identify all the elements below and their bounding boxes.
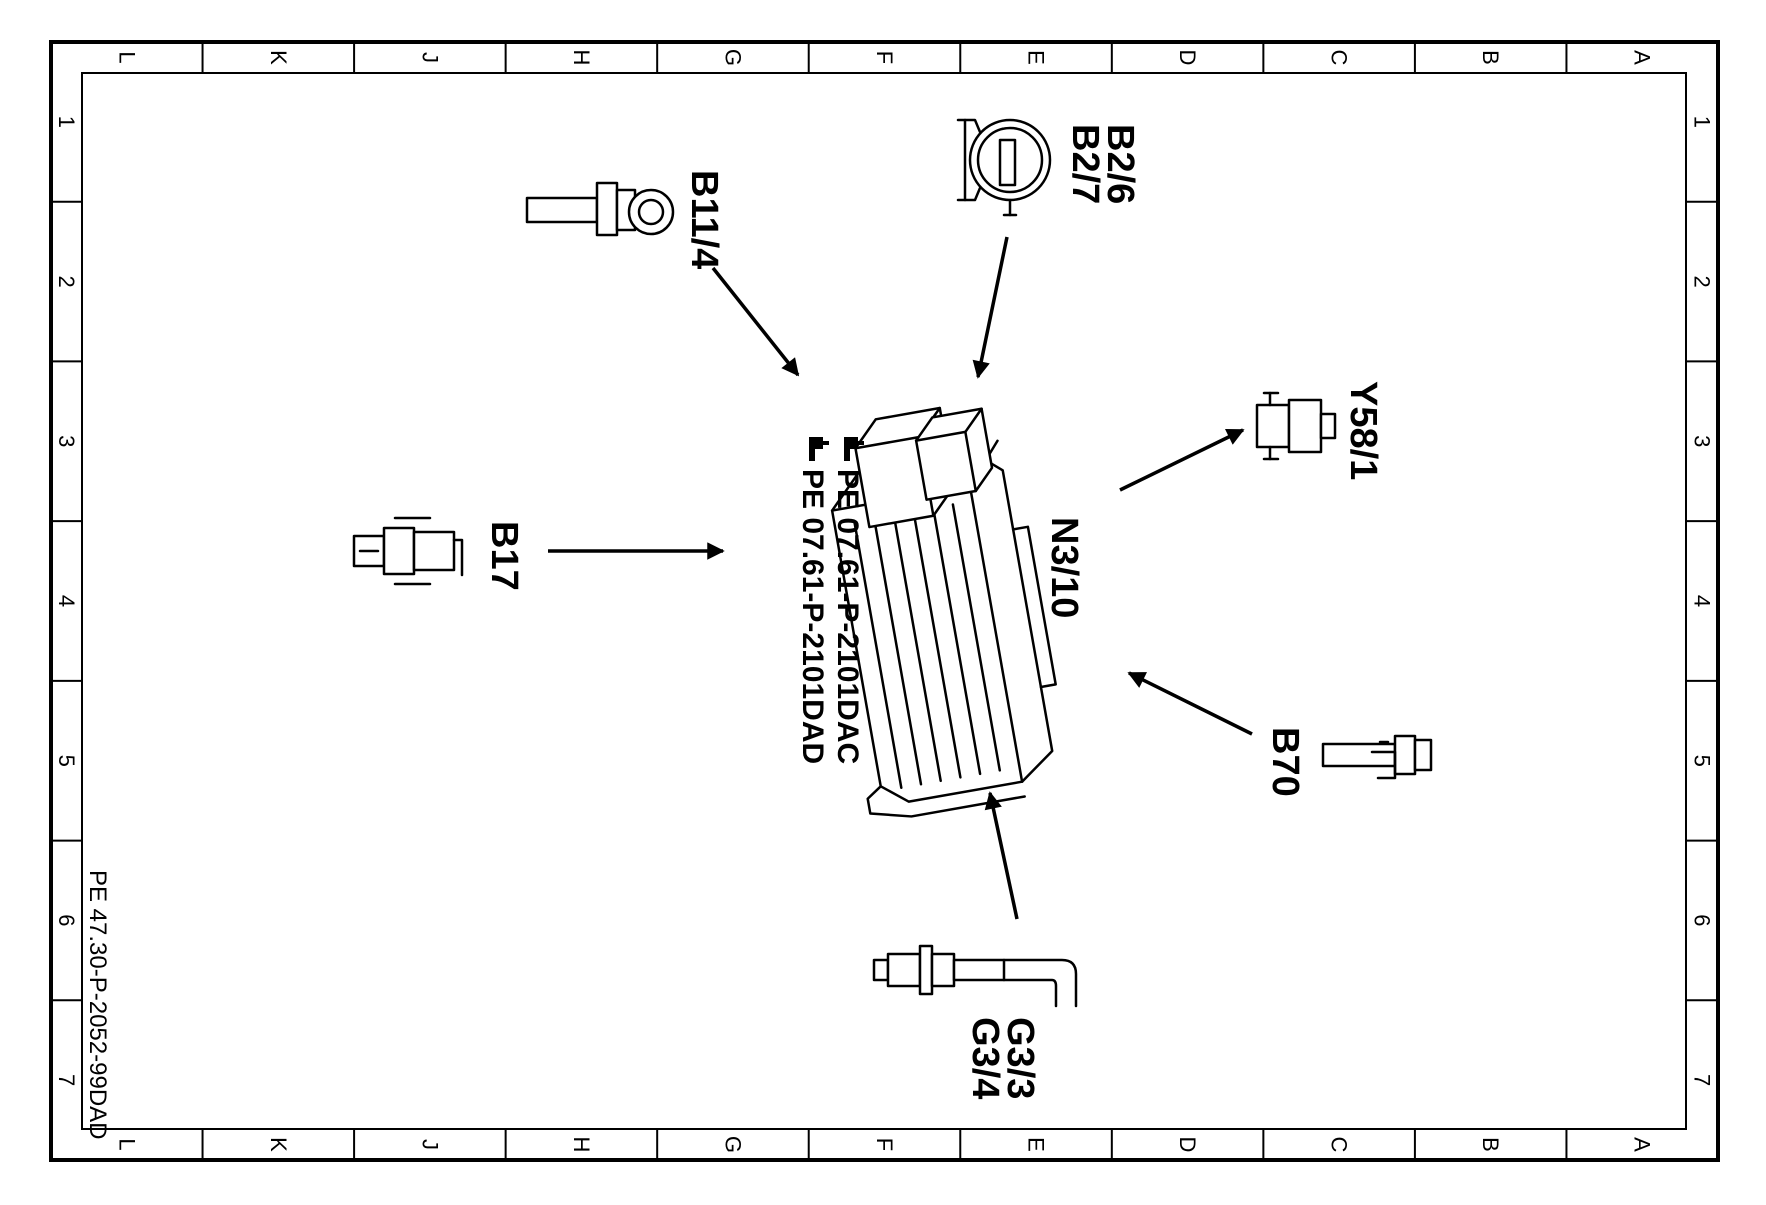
component-b70: B70 <box>1127 671 1433 797</box>
grid-number-left: 2 <box>54 275 79 287</box>
y58-valve-drawing <box>1255 391 1337 461</box>
component-g3: G3/3 G3/4 <box>872 791 1078 1099</box>
arrow-b2-to-n3-10 <box>972 236 1009 379</box>
component-b11-4: B11/4 <box>525 170 800 377</box>
grid-letter-bottom: D <box>1175 1137 1200 1153</box>
grid-letter-top: F <box>872 51 897 64</box>
grid-number-left: 7 <box>54 1074 79 1086</box>
grid-letter-bottom: E <box>1024 1137 1049 1152</box>
arrow-b70-to-n3-10 <box>1127 671 1253 736</box>
b2-sensor-drawing <box>956 118 1052 217</box>
grid-number-left: 5 <box>54 755 79 767</box>
grid-number-right: 3 <box>1690 435 1715 447</box>
grid-letter-top: B <box>1478 50 1503 65</box>
label-b70: B70 <box>1264 727 1306 797</box>
grid-letter-top: H <box>569 50 594 66</box>
grid-number-left: 3 <box>54 435 79 447</box>
grid-number-left: 1 <box>54 116 79 128</box>
grid-number-right: 1 <box>1690 116 1715 128</box>
grid-letter-bottom: J <box>417 1139 442 1150</box>
arrow-n3-10-to-y58-1 <box>1119 428 1245 492</box>
arrow-g3-to-n3-10 <box>984 791 1019 920</box>
grid-letter-top: A <box>1630 50 1655 65</box>
control-unit-connector-lower <box>914 407 994 501</box>
grid-letter-top: G <box>720 49 745 66</box>
label-g3-4: G3/4 <box>964 1017 1006 1099</box>
component-y58-1: Y58/1 <box>1119 381 1384 492</box>
grid-number-right: 2 <box>1690 275 1715 287</box>
document-number: PE 47.30-P-2052-99DAD <box>84 870 111 1139</box>
grid-letter-top: L <box>114 51 139 63</box>
inner-border <box>81 72 1687 1130</box>
grid-letter-bottom: A <box>1630 1137 1655 1152</box>
reference-line-dad: PE 07.61-P-2101DAD <box>796 437 829 764</box>
grid-letter-bottom: K <box>266 1137 291 1152</box>
grid-letter-top: E <box>1024 50 1049 65</box>
label-n3-10: N3/10 <box>1043 517 1085 618</box>
grid-letter-bottom: L <box>114 1138 139 1150</box>
reference-dac: PE 07.61-P-2101DAC <box>831 469 864 764</box>
label-y58-1: Y58/1 <box>1342 381 1384 480</box>
b17-sensor-drawing <box>352 516 464 586</box>
grid-number-left: 4 <box>54 595 79 607</box>
arrow-b11-to-n3-10 <box>711 266 800 377</box>
grid-letter-top: K <box>266 50 291 65</box>
grid-letter-bottom: H <box>569 1137 594 1153</box>
grid-number-right: 6 <box>1690 914 1715 926</box>
grid-letter-bottom: G <box>720 1136 745 1153</box>
grid-number-right: 7 <box>1690 1074 1715 1086</box>
grid-number-right: 5 <box>1690 755 1715 767</box>
outer-border <box>49 40 1720 1162</box>
grid-letter-top: J <box>417 52 442 63</box>
b11-sensor-drawing <box>525 181 675 237</box>
g3-oxygen-sensor-drawing <box>872 944 1078 1008</box>
label-b17: B17 <box>483 521 525 591</box>
component-b2: B2/6 B2/7 <box>956 118 1141 379</box>
component-b17: B17 <box>352 516 725 591</box>
label-g3-3: G3/3 <box>999 1017 1041 1099</box>
grid-labels: L L K K J J H H G G F F E E D D C C B B A A 1 1 2 2 3 3 4 4 5 5 6 6 7 7 <box>54 49 1715 1153</box>
b70-sensor-drawing <box>1321 734 1433 780</box>
reference-dad: PE 07.61-P-2101DAD <box>796 469 829 764</box>
hand-pointer-icon <box>844 437 864 461</box>
grid-letter-bottom: B <box>1478 1137 1503 1152</box>
control-unit-n3-10: N3/10 <box>830 406 1085 818</box>
grid-letter-top: C <box>1327 50 1352 66</box>
grid-number-right: 4 <box>1690 595 1715 607</box>
grid-number-left: 6 <box>54 914 79 926</box>
grid-ticks <box>51 42 1718 1160</box>
hand-pointer-icon <box>809 437 829 461</box>
label-b2-7: B2/7 <box>1064 124 1106 204</box>
grid-letter-bottom: F <box>872 1138 897 1151</box>
grid-letter-top: D <box>1175 50 1200 66</box>
label-b2-6: B2/6 <box>1099 124 1141 204</box>
reference-line-dac: PE 07.61-P-2101DAC <box>831 437 864 764</box>
label-b11-4: B11/4 <box>683 170 725 269</box>
grid-letter-bottom: C <box>1327 1137 1352 1153</box>
